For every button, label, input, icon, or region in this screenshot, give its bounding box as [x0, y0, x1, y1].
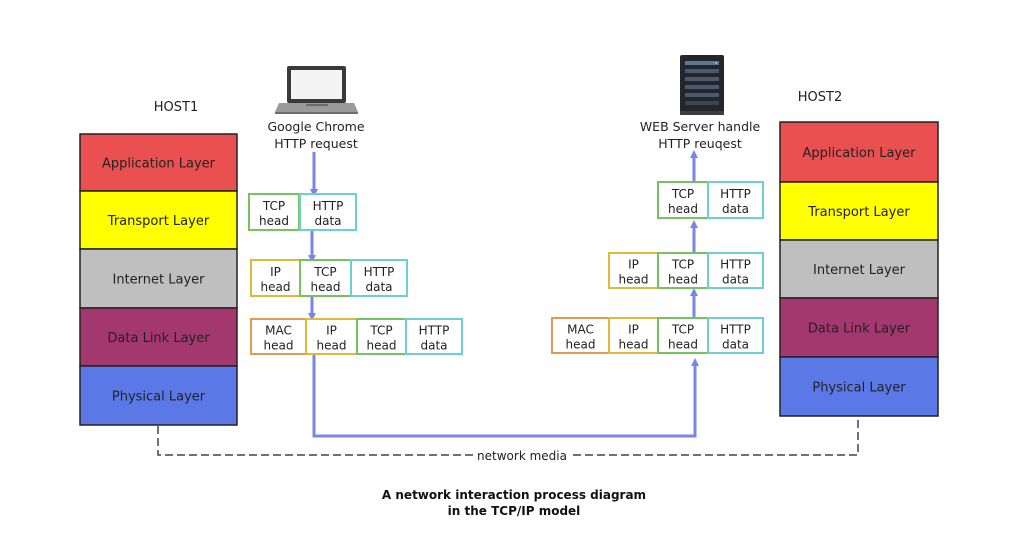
diagram-caption-line1: A network interaction process diagram [382, 488, 646, 502]
http-segment-line1: HTTP [720, 258, 751, 272]
tcp-segment [248, 193, 300, 231]
host1-physical-layer-label: Physical Layer [112, 390, 206, 405]
host2-physical-layer-box [779, 356, 939, 417]
server-caption-line2: HTTP reuqest [658, 136, 742, 151]
server-caption-line1: WEB Server handle [640, 119, 761, 134]
host1-data-link-layer-box [79, 307, 238, 367]
ip-segment-line2: head [619, 338, 649, 352]
media-transfer-path [312, 355, 699, 438]
flow-path [308, 150, 699, 438]
diagram-caption-line2: in the TCP/IP model [448, 504, 581, 518]
http-segment-line2: data [722, 202, 749, 216]
network-media-label-bg [474, 448, 570, 463]
mac-segment [250, 318, 307, 355]
tcp-segment-line1: TCP [671, 323, 694, 337]
mac-segment-line1: MAC [265, 324, 292, 338]
ip-segment-line1: IP [628, 258, 639, 272]
ip-segment-line2: head [261, 280, 291, 294]
host2-application-layer-box [779, 121, 939, 183]
tcp-segment-line1: TCP [262, 199, 285, 213]
tcp-segment-line2: head [668, 202, 698, 216]
ip-segment-line1: IP [628, 323, 639, 337]
tcp-segment-line2: head [668, 273, 698, 287]
http-segment-line2: data [314, 214, 341, 228]
http-segment [707, 252, 764, 289]
host2-internet-layer-label: Internet Layer [813, 263, 906, 278]
http-segment-line2: data [420, 339, 447, 353]
host1-transport-layer-box [79, 190, 238, 250]
tcp-segment-line2: head [367, 339, 397, 353]
mac-segment-line2: head [264, 339, 294, 353]
ip-segment [608, 252, 659, 289]
host1-application-layer-label: Application Layer [102, 157, 216, 172]
http-segment-line1: HTTP [720, 187, 751, 201]
http-segment-line1: HTTP [720, 323, 751, 337]
http-segment [707, 181, 764, 219]
ip-segment-line1: IP [326, 324, 337, 338]
http-segment [299, 193, 357, 231]
packet-groups: TCPheadHTTPdataIPheadTCPheadHTTPdataMACh… [248, 181, 764, 355]
host1-physical-layer-box [79, 365, 238, 426]
http-segment-line2: data [365, 280, 392, 294]
host1-data-link-layer-label: Data Link Layer [107, 331, 210, 346]
ip-segment-line2: head [317, 339, 347, 353]
http-segment-line1: HTTP [364, 265, 395, 279]
tcp-segment [657, 317, 709, 354]
host1-title: HOST1 [154, 100, 198, 115]
host1-transport-layer-label: Transport Layer [107, 214, 210, 229]
client-caption-line2: HTTP request [274, 136, 358, 151]
ip-segment [608, 317, 659, 354]
ip-segment-line2: head [619, 273, 649, 287]
server-icon [680, 55, 724, 115]
host2-application-layer-label: Application Layer [802, 146, 916, 161]
ip-segment-line1: IP [270, 265, 281, 279]
mac-segment-line1: MAC [567, 323, 594, 337]
mac-segment-line2: head [566, 338, 596, 352]
tcp-segment-line1: TCP [369, 324, 392, 338]
laptop-icon [275, 66, 358, 114]
http-segment-line2: data [722, 273, 749, 287]
http-segment-line2: data [722, 338, 749, 352]
ip-segment [250, 259, 301, 297]
host2-title: HOST2 [798, 90, 842, 105]
host2-physical-layer-label: Physical Layer [812, 381, 906, 396]
host2-transport-layer-label: Transport Layer [807, 205, 910, 220]
tcp-segment-line2: head [311, 280, 341, 294]
tcp-segment [657, 252, 709, 289]
tcp-segment-line1: TCP [313, 265, 336, 279]
http-segment-line1: HTTP [313, 199, 344, 213]
http-segment [405, 318, 463, 355]
client-caption-line1: Google Chrome [267, 119, 364, 134]
tcp-segment-line1: TCP [671, 187, 694, 201]
host1-internet-layer-label: Internet Layer [113, 273, 206, 288]
host2-data-link-layer-label: Data Link Layer [808, 322, 911, 337]
http-segment [350, 259, 408, 297]
mac-segment [551, 317, 610, 354]
host2-internet-layer-box [779, 239, 939, 299]
tcp-segment-line2: head [668, 338, 698, 352]
network-media-label: network media [477, 449, 567, 463]
http-segment [707, 317, 764, 354]
http-segment-line1: HTTP [419, 324, 450, 338]
tcp-segment-line1: TCP [671, 258, 694, 272]
ip-segment [305, 318, 358, 355]
tcp-segment-line2: head [259, 214, 289, 228]
host1-internet-layer-box [79, 248, 238, 309]
host1-application-layer-box [79, 133, 238, 192]
